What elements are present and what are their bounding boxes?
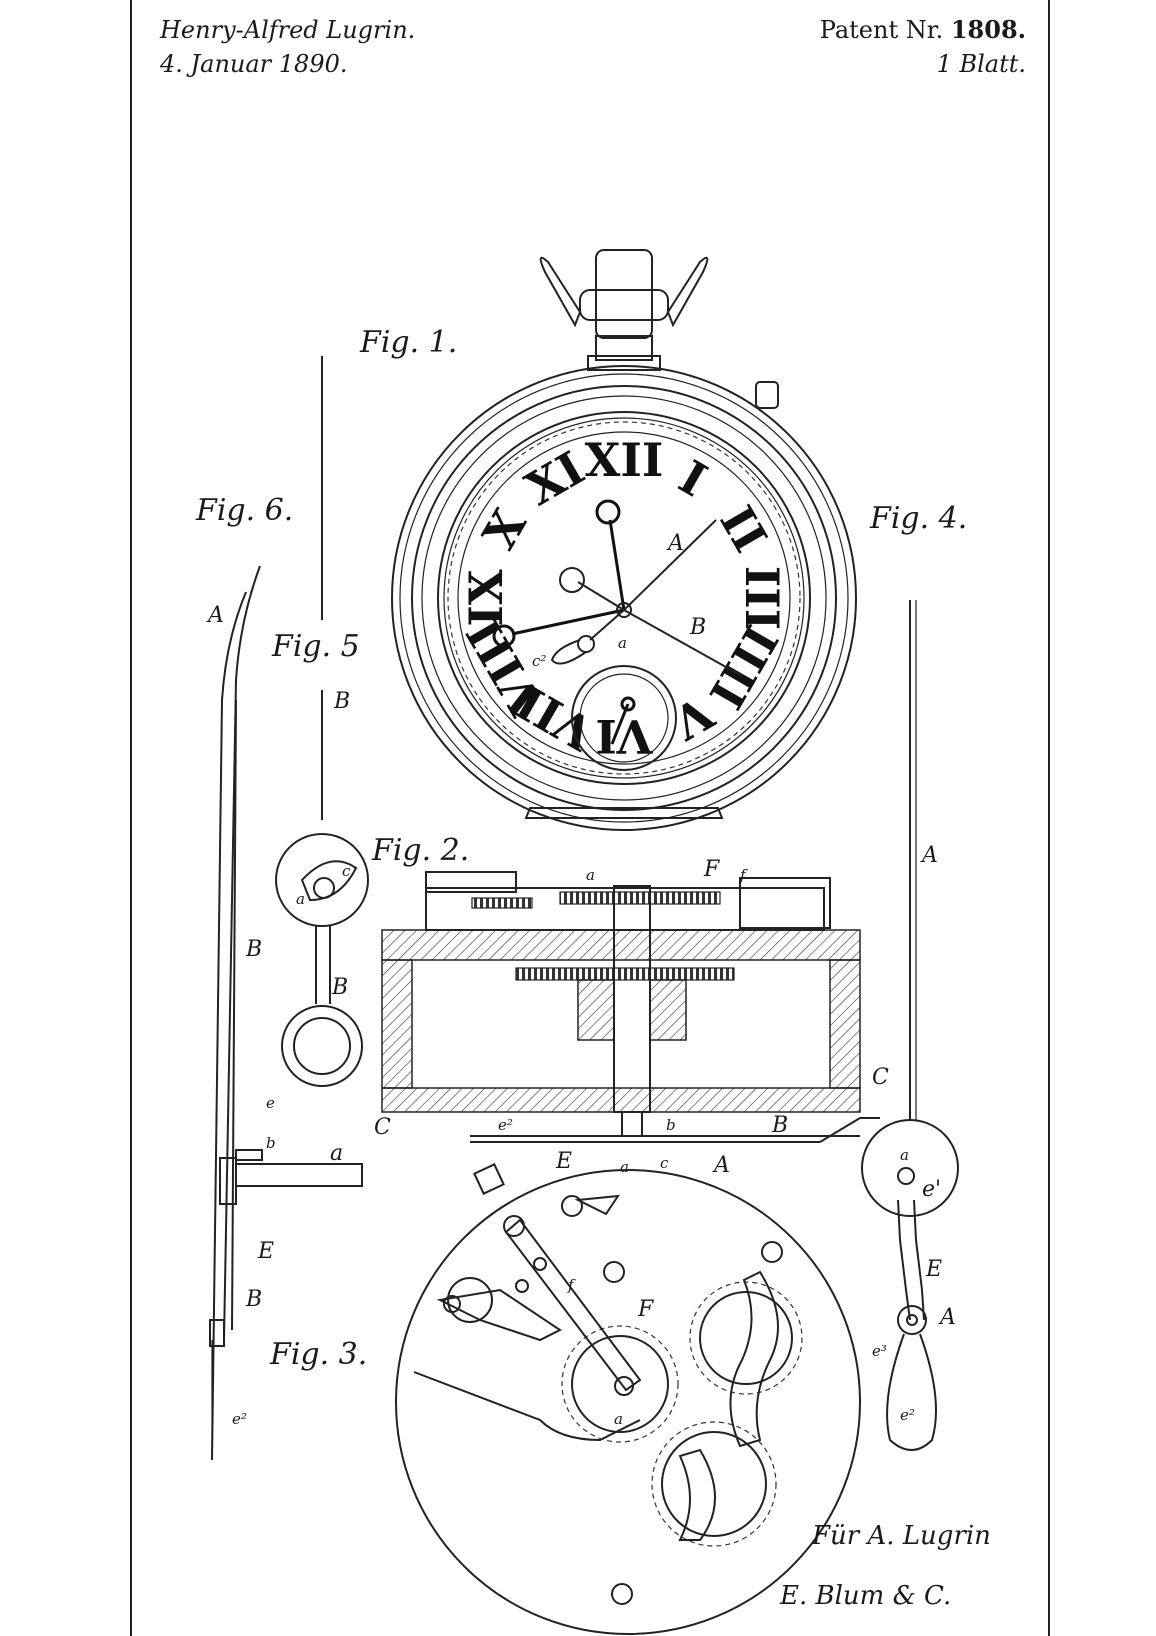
- label-a-fig2: a: [586, 866, 595, 884]
- dial-numeral-10: X: [472, 500, 537, 558]
- dial-numeral-4: IIII: [699, 616, 789, 718]
- label-f-fig3: f: [567, 1276, 576, 1294]
- patent-number-line: Patent Nr. 1808.: [820, 14, 1026, 46]
- label-F-fig2: F: [703, 857, 720, 882]
- fig6-side-view: [209, 565, 363, 1461]
- label-c-fig2: c: [660, 1154, 669, 1172]
- dial-numeral-1: I: [670, 450, 716, 508]
- label-A-top-fig4: A: [920, 843, 938, 868]
- patent-number: 1808.: [950, 15, 1026, 44]
- fig6-label: Fig. 6.: [195, 493, 293, 528]
- signature-line-2: E. Blum & C.: [779, 1581, 951, 1611]
- patent-prefix: Patent Nr.: [819, 16, 944, 44]
- fig3-label: Fig. 3.: [269, 1337, 367, 1372]
- label-c-fig5: c: [342, 862, 351, 880]
- label-e3-fig4: e³: [872, 1342, 887, 1360]
- label-c2-fig1: c²: [532, 652, 546, 670]
- label-E-fig4: E: [925, 1257, 942, 1282]
- label-b-fig2: b: [666, 1116, 676, 1134]
- right-frame-line: [1048, 0, 1050, 1636]
- fig4-lever: [861, 600, 959, 1451]
- label-B-top-fig5: B: [333, 689, 350, 714]
- label-a2-fig2: a: [620, 1158, 629, 1176]
- sheet-count: 1 Blatt.: [936, 50, 1026, 78]
- left-frame-line: [130, 0, 132, 1636]
- label-e2-fig2: e²: [498, 1116, 513, 1134]
- label-C-left-fig2: C: [374, 1115, 391, 1140]
- label-a-fig6: a: [330, 1141, 343, 1166]
- inventor-name: Henry-Alfred Lugrin.: [160, 16, 416, 44]
- dial-numeral-0: XII: [585, 433, 664, 487]
- dial-numeral-2: II: [709, 497, 777, 561]
- dial-numeral-11: XI: [517, 441, 594, 516]
- fig5-label: Fig. 5: [271, 629, 360, 664]
- label-e2-fig6: e²: [232, 1410, 247, 1428]
- label-a-fig1: a: [618, 634, 627, 652]
- fig5-pendulum: [275, 356, 369, 1087]
- label-a-fig5: a: [296, 890, 305, 908]
- fig1-label: Fig. 1.: [359, 325, 457, 360]
- watch-bow: [539, 249, 779, 409]
- ratchet-wheel: [447, 1277, 493, 1323]
- label-E-fig2: E: [555, 1149, 572, 1174]
- label-B-bottom-fig6: B: [245, 1287, 262, 1312]
- dial-numeral-6: VI: [595, 709, 653, 763]
- label-A-fig1: A: [666, 531, 684, 556]
- seconds-subdial: [571, 665, 677, 771]
- patent-date: 4. Januar 1890.: [160, 50, 348, 78]
- label-F-fig3: F: [637, 1297, 654, 1322]
- label-e2-fig4: e²: [900, 1406, 915, 1424]
- label-b-fig6: b: [266, 1134, 276, 1152]
- label-C-right-fig2: C: [872, 1065, 889, 1090]
- fig4-label: Fig. 4.: [869, 501, 967, 536]
- label-A-fig2: A: [712, 1153, 730, 1178]
- label-A-bottom-fig4: A: [938, 1305, 956, 1330]
- label-B-fig1: B: [689, 615, 706, 640]
- label-e1-fig4: e': [922, 1177, 941, 1202]
- dial-numeral-3: III: [735, 566, 789, 631]
- label-B-bottom-fig5: B: [331, 975, 348, 1000]
- fig2-cross-section: [381, 871, 880, 1143]
- label-e-fig6: e: [266, 1094, 275, 1112]
- watch-hands: [492, 499, 743, 677]
- dial-numeral-9: IX: [459, 569, 513, 627]
- label-a-fig3: a: [614, 1410, 623, 1428]
- label-A-fig6: A: [206, 603, 224, 628]
- label-E-fig6: E: [257, 1239, 274, 1264]
- label-a-fig4: a: [900, 1146, 909, 1164]
- label-B-top-fig6: B: [245, 937, 262, 962]
- label-f-fig2: f: [739, 866, 748, 884]
- signature-line-1: Für A. Lugrin: [811, 1521, 991, 1551]
- label-B-fig2: B: [771, 1113, 788, 1138]
- fig2-label: Fig. 2.: [371, 833, 469, 868]
- fig3-movement: [395, 1163, 861, 1635]
